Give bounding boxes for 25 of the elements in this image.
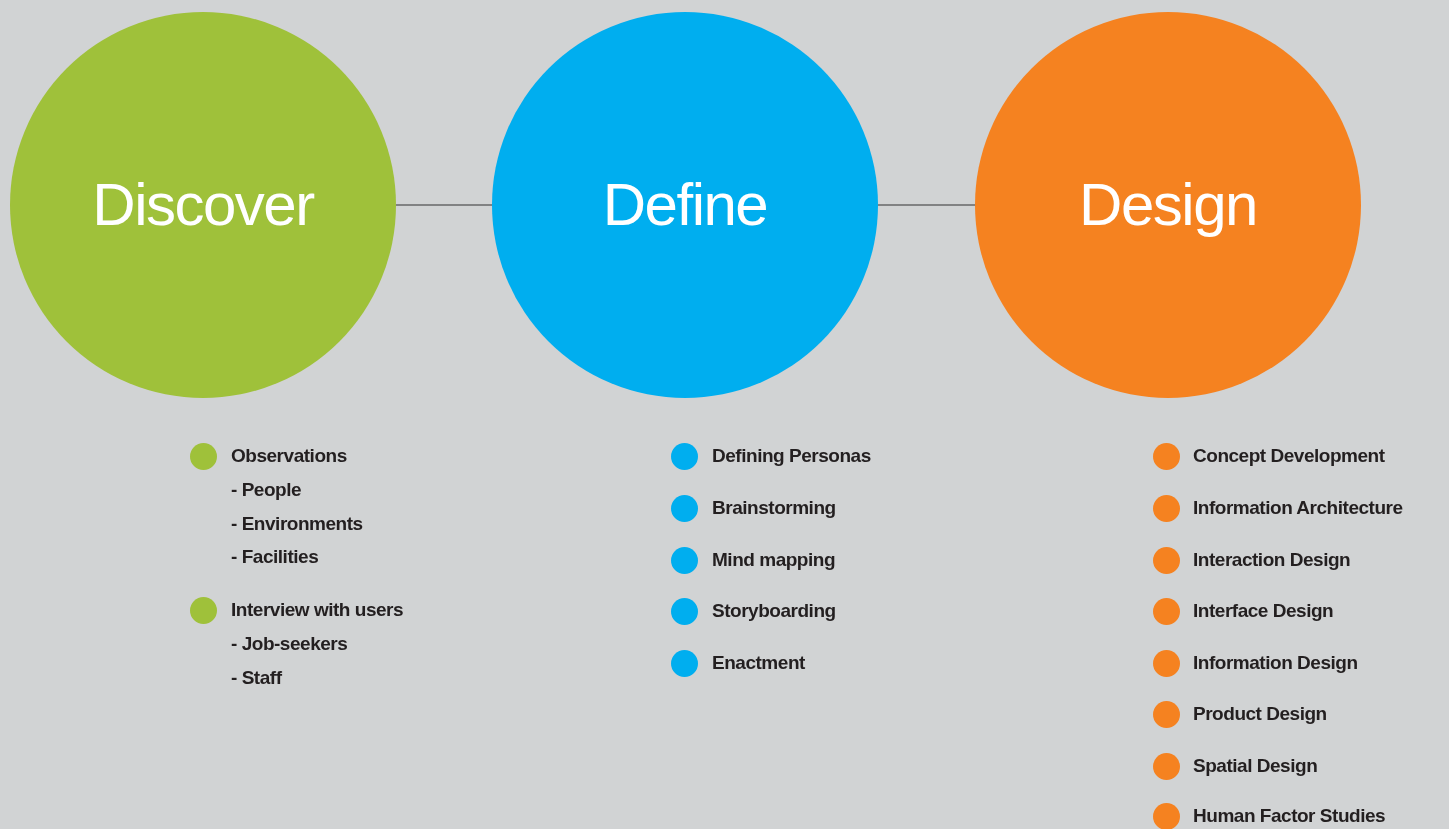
stage-title: Define <box>602 175 768 235</box>
activity-text: Observations <box>231 445 347 467</box>
connector-line <box>395 204 493 206</box>
activity-text: - Staff <box>231 667 282 689</box>
activity-text: - Job-seekers <box>231 633 348 655</box>
activity-text: - People <box>231 479 302 501</box>
activity-text: Defining Personas <box>712 445 871 467</box>
activity-text: Spatial Design <box>1193 755 1318 777</box>
activity-text: Brainstorming <box>712 497 836 519</box>
activity-text: Enactment <box>712 652 805 674</box>
activity-text: Interview with users <box>231 599 404 621</box>
activity-text: Product Design <box>1193 703 1327 725</box>
activity-text: Information Design <box>1193 652 1358 674</box>
activity-text: Mind mapping <box>712 549 836 571</box>
activity-text: - Environments <box>231 513 363 535</box>
activity-text: Human Factor Studies <box>1193 805 1386 827</box>
activity-text: - Facilities <box>231 546 319 568</box>
activity-text: Concept Development <box>1193 445 1385 467</box>
activity-text: Storyboarding <box>712 600 836 622</box>
connector-line <box>877 204 976 206</box>
activity-text: Information Architecture <box>1193 497 1403 519</box>
activity-text: Interface Design <box>1193 600 1334 622</box>
activity-text: Interaction Design <box>1193 549 1351 571</box>
stage-title: Design <box>1079 175 1257 235</box>
stage-title: Discover <box>92 175 314 235</box>
